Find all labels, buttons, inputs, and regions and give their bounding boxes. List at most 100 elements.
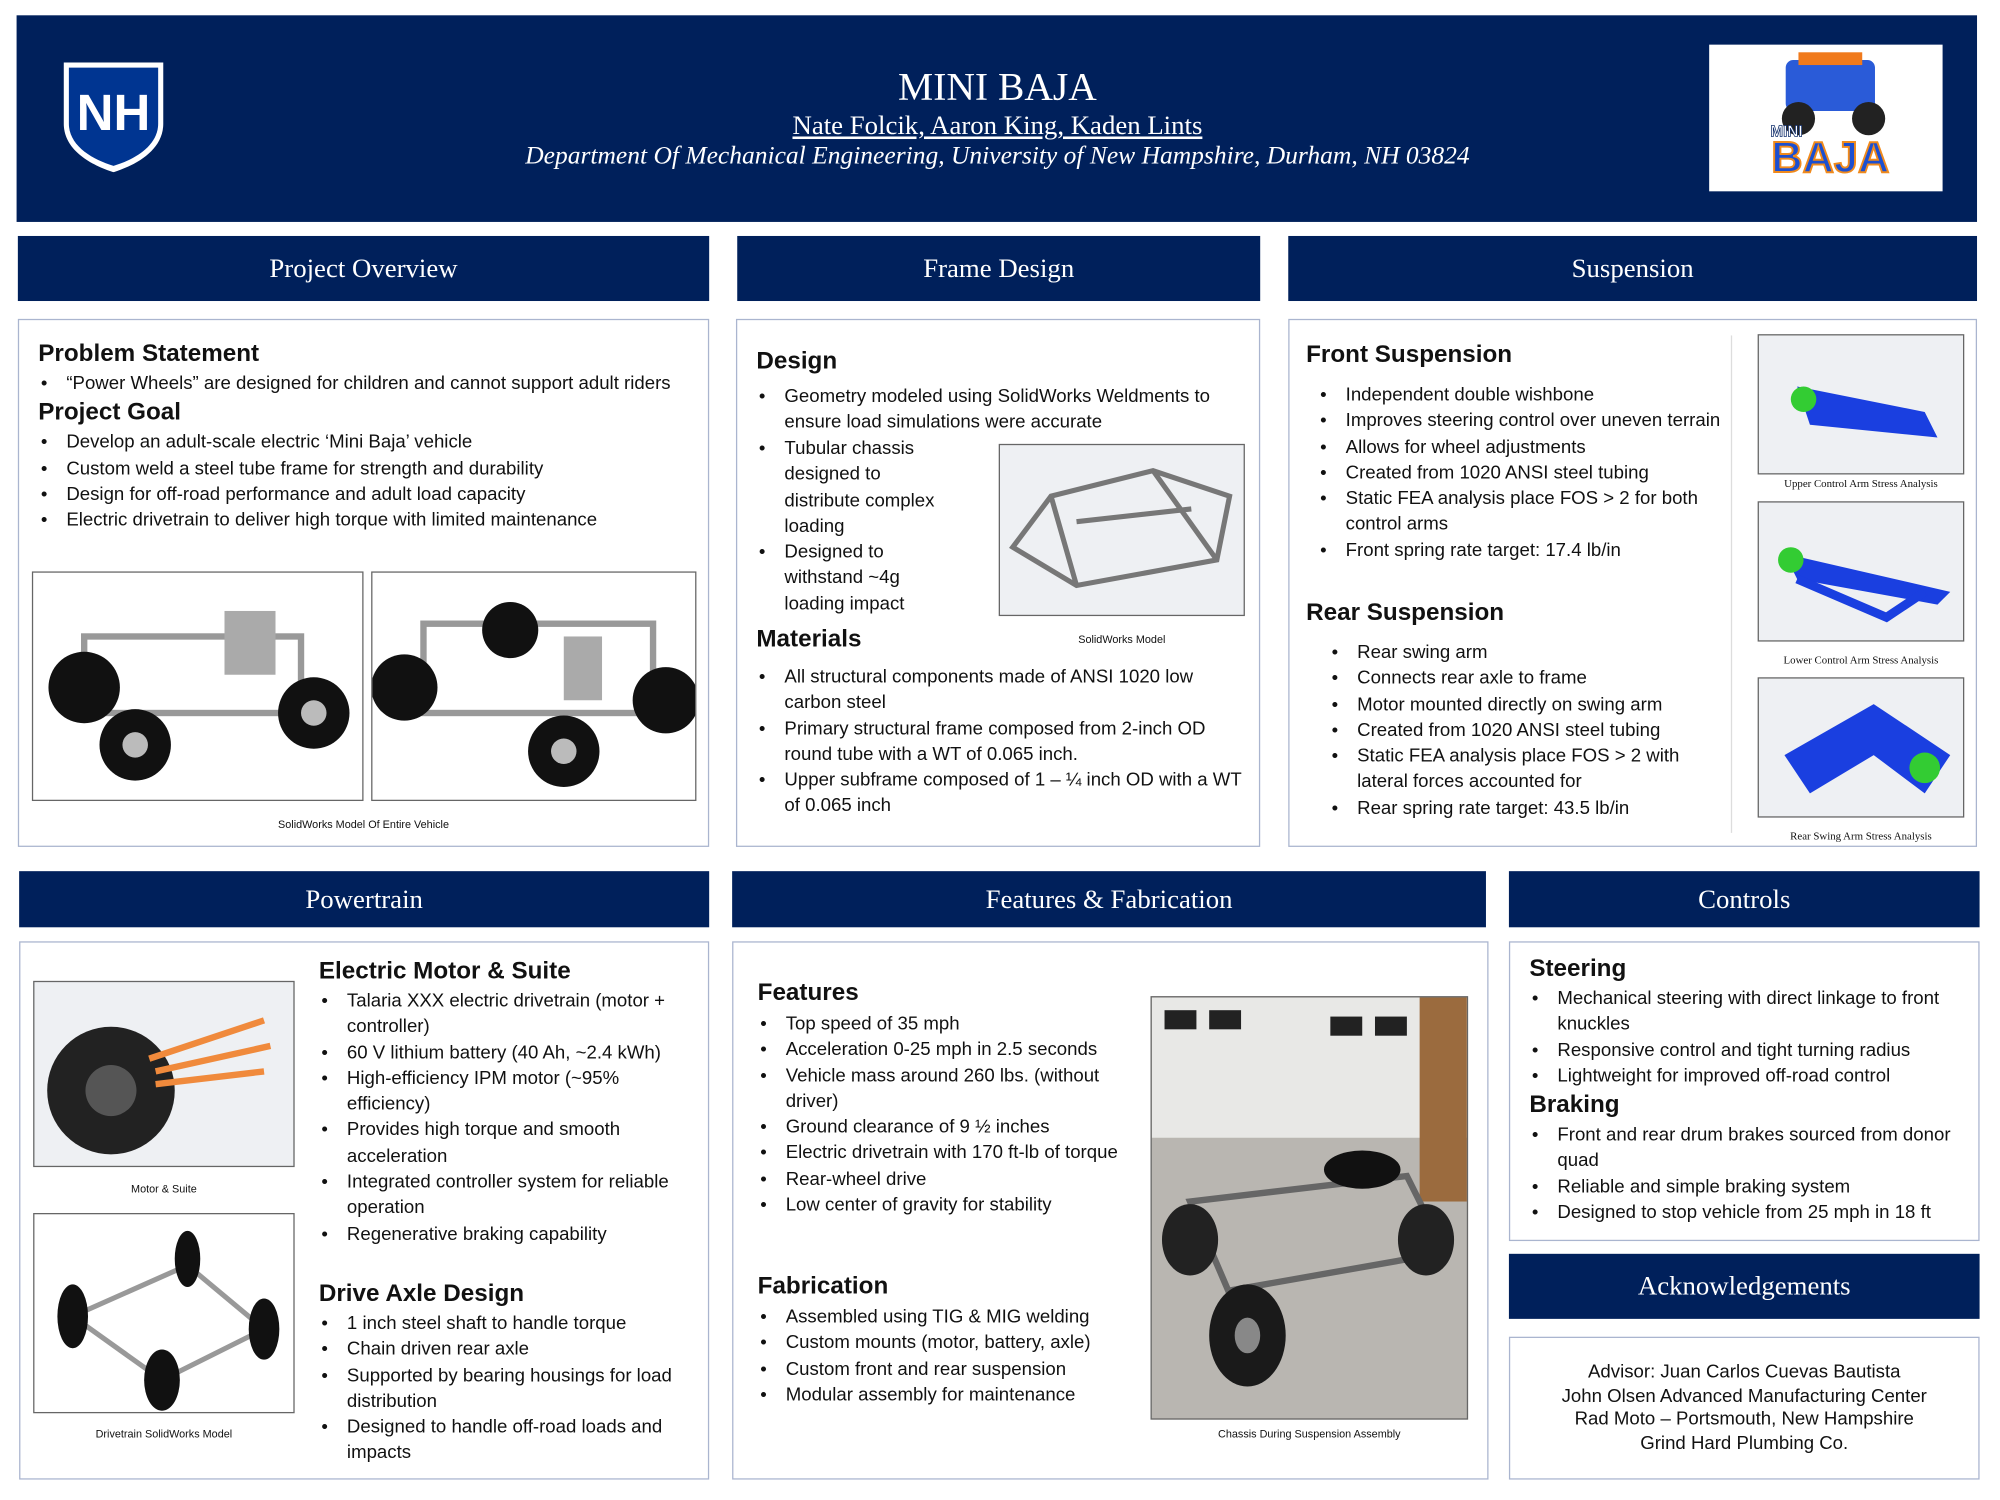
list-item: Tubular chassis designed to distribute c… xyxy=(756,436,947,540)
list-item: Rear swing arm xyxy=(1329,640,1724,666)
chassis-photo xyxy=(1150,996,1469,1420)
section-header-suspension: Suspension xyxy=(1288,235,1978,302)
problem-statement-heading: Problem Statement xyxy=(38,340,260,368)
list-item: Front and rear drum brakes sourced from … xyxy=(1529,1122,1969,1174)
drive-axle-heading: Drive Axle Design xyxy=(318,1280,525,1308)
frame-model-caption: SolidWorks Model xyxy=(1078,632,1166,646)
section-header-frame-design: Frame Design xyxy=(737,235,1261,302)
list-item: Responsive control and tight turning rad… xyxy=(1529,1038,1969,1064)
list-item: Front spring rate target: 17.4 lb/in xyxy=(1318,538,1724,564)
lower-control-arm-caption: Lower Control Arm Stress Analysis xyxy=(1783,653,1939,666)
list-item: Created from 1020 ANSI steel tubing xyxy=(1329,718,1724,744)
rear-swing-arm-image xyxy=(1757,677,1965,818)
section-header-controls: Controls xyxy=(1508,871,1980,928)
list-item: Assembled using TIG & MIG welding xyxy=(758,1305,1141,1331)
list-item: Provides high torque and smooth accelera… xyxy=(319,1118,702,1170)
design-heading: Design xyxy=(756,348,838,375)
drivetrain-image xyxy=(33,1213,295,1414)
braking-heading: Braking xyxy=(1529,1091,1620,1119)
powertrain-panel: Motor & Suite Drivetrain SolidWorks Mode… xyxy=(19,941,710,1480)
upper-control-arm-image xyxy=(1757,334,1965,475)
materials-heading: Materials xyxy=(756,626,862,654)
svg-text:NH: NH xyxy=(77,84,151,141)
list-item: Low center of gravity for stability xyxy=(758,1193,1141,1219)
list-item: Created from 1020 ANSI steel tubing xyxy=(1318,460,1724,486)
list-item: Custom front and rear suspension xyxy=(758,1357,1141,1383)
fabrication-heading: Fabrication xyxy=(757,1272,889,1300)
list-item: “Power Wheels” are designed for children… xyxy=(38,371,689,397)
suspension-panel: Front Suspension Independent double wish… xyxy=(1288,318,1978,847)
list-item: Vehicle mass around 260 lbs. (without dr… xyxy=(758,1063,1141,1115)
list-item: Upper subframe composed of 1 – ¼ inch OD… xyxy=(756,768,1247,820)
list-item: High-efficiency IPM motor (~95% efficien… xyxy=(319,1066,702,1118)
list-item: Acceleration 0-25 mph in 2.5 seconds xyxy=(758,1037,1141,1063)
list-item: Custom weld a steel tube frame for stren… xyxy=(38,456,689,482)
project-overview-panel: Problem Statement “Power Wheels” are des… xyxy=(17,318,710,847)
list-item: Custom mounts (motor, battery, axle) xyxy=(758,1331,1141,1357)
list-item: Design for off-road performance and adul… xyxy=(38,482,689,508)
section-header-features-fabrication: Features & Fabrication xyxy=(732,871,1486,928)
divider xyxy=(1730,335,1733,833)
list-item: Lightweight for improved off-road contro… xyxy=(1529,1064,1969,1090)
list-item: Rear-wheel drive xyxy=(758,1167,1141,1193)
list-item: All structural components made of ANSI 1… xyxy=(756,665,1247,717)
list-item: Talaria XXX electric drivetrain (motor +… xyxy=(319,989,702,1041)
poster-title: MINI BAJA xyxy=(898,63,1097,109)
section-header-powertrain: Powertrain xyxy=(19,871,710,928)
list-item: Integrated controller system for reliabl… xyxy=(319,1170,702,1222)
list-item: 60 V lithium battery (40 Ah, ~2.4 kWh) xyxy=(319,1040,702,1066)
steering-heading: Steering xyxy=(1529,955,1627,983)
list-item: Top speed of 35 mph xyxy=(758,1011,1141,1037)
list-item: Static FEA analysis place FOS > 2 for bo… xyxy=(1318,486,1724,538)
list-item: Independent double wishbone xyxy=(1318,383,1724,409)
list-item: Electric drivetrain to deliver high torq… xyxy=(38,508,689,534)
svg-text:MINI: MINI xyxy=(1770,123,1802,140)
list-item: Designed to withstand ~4g loading impact xyxy=(756,540,947,618)
list-item: 1 inch steel shaft to handle torque xyxy=(319,1311,702,1337)
section-header-acknowledgements: Acknowledgements xyxy=(1508,1253,1980,1319)
upper-control-arm-caption: Upper Control Arm Stress Analysis xyxy=(1784,477,1938,490)
list-item: Improves steering control over uneven te… xyxy=(1318,409,1724,435)
list-item: Allows for wheel adjustments xyxy=(1318,434,1724,460)
lower-control-arm-image xyxy=(1757,501,1965,642)
list-item: Designed to stop vehicle from 25 mph in … xyxy=(1529,1200,1969,1226)
poster-header xyxy=(16,15,1978,222)
unh-logo: NH xyxy=(61,60,166,173)
rear-swing-arm-caption: Rear Swing Arm Stress Analysis xyxy=(1790,829,1932,842)
list-item: Modular assembly for maintenance xyxy=(758,1383,1141,1409)
motor-caption: Motor & Suite xyxy=(131,1182,197,1196)
list-item: Reliable and simple braking system xyxy=(1529,1174,1969,1200)
ack-line: Grind Hard Plumbing Co. xyxy=(1640,1433,1849,1454)
vehicle-model-image-2 xyxy=(371,571,697,802)
list-item: Supported by bearing housings for load d… xyxy=(319,1363,702,1415)
frame-design-panel: Design Geometry modeled using SolidWorks… xyxy=(735,318,1261,847)
vehicle-model-image-1 xyxy=(31,571,364,802)
features-heading: Features xyxy=(757,979,859,1007)
list-item: Geometry modeled using SolidWorks Weldme… xyxy=(756,384,1247,436)
project-goal-heading: Project Goal xyxy=(38,399,182,427)
list-item: Electric drivetrain with 170 ft-lb of to… xyxy=(758,1141,1141,1167)
drivetrain-caption: Drivetrain SolidWorks Model xyxy=(95,1427,233,1441)
list-item: Primary structural frame composed from 2… xyxy=(756,716,1247,768)
list-item: Connects rear axle to frame xyxy=(1329,666,1724,692)
chassis-photo-caption: Chassis During Suspension Assembly xyxy=(1218,1427,1401,1441)
ack-line: Rad Moto – Portsmouth, New Hampshire xyxy=(1574,1409,1914,1430)
list-item: Designed to handle off-road loads and im… xyxy=(319,1415,702,1467)
list-item: Regenerative braking capability xyxy=(319,1222,702,1248)
section-header-project-overview: Project Overview xyxy=(17,235,710,302)
list-item: Static FEA analysis place FOS > 2 with l… xyxy=(1329,744,1724,796)
list-item: Chain driven rear axle xyxy=(319,1337,702,1363)
motor-heading: Electric Motor & Suite xyxy=(318,957,571,985)
ack-line: John Olsen Advanced Manufacturing Center xyxy=(1561,1385,1927,1407)
features-panel: Features Top speed of 35 mph Acceleratio… xyxy=(732,941,1489,1480)
rear-suspension-heading: Rear Suspension xyxy=(1306,599,1505,627)
poster-authors: Nate Folcik, Aaron King, Kaden Lints xyxy=(792,109,1203,141)
controls-panel: Steering Mechanical steering with direct… xyxy=(1508,941,1980,1242)
frame-model-image xyxy=(998,443,1245,617)
poster-department: Department Of Mechanical Engineering, Un… xyxy=(525,141,1470,170)
list-item: Rear spring rate target: 43.5 lb/in xyxy=(1329,796,1724,822)
list-item: Develop an adult-scale electric ‘Mini Ba… xyxy=(38,430,689,456)
list-item: Motor mounted directly on swing arm xyxy=(1329,692,1724,718)
